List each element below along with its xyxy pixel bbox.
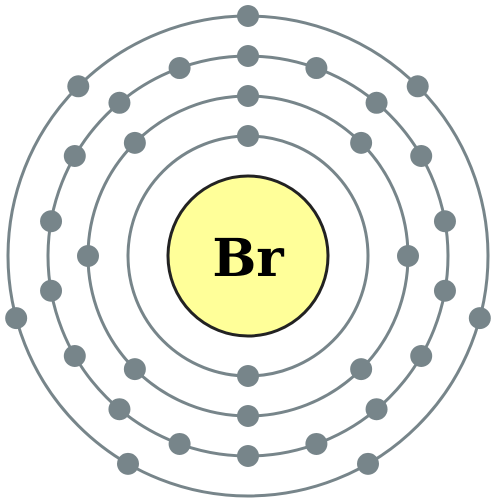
- electron-shell-4-2: [406, 75, 429, 98]
- electron-shell-3-8: [365, 398, 388, 421]
- electron-shell-2-4: [350, 358, 373, 381]
- electron-shell-3-11: [168, 432, 191, 455]
- electron-shell-1-1: [237, 125, 259, 147]
- electron-shell-2-5: [237, 405, 259, 427]
- electron-shell-3-7: [410, 345, 433, 367]
- electron-shell-3-14: [40, 279, 63, 302]
- electron-shell-3-9: [305, 432, 328, 455]
- electron-shell-3-18: [168, 57, 191, 80]
- electron-shell-3-2: [305, 57, 328, 80]
- element-symbol: Br: [212, 228, 284, 289]
- electron-shell-3-4: [410, 145, 433, 167]
- electron-shell-4-1: [237, 5, 259, 27]
- electron-shell-3-5: [433, 210, 456, 233]
- electron-shell-2-7: [77, 245, 99, 267]
- electron-shell-3-17: [108, 91, 131, 114]
- electron-shell-2-1: [237, 85, 259, 107]
- electron-shell-2-2: [350, 131, 373, 154]
- electron-shell-3-1: [237, 45, 259, 67]
- electron-shell-3-15: [40, 210, 63, 233]
- nucleus-circle: [166, 174, 330, 338]
- electron-shell-2-6: [123, 358, 146, 381]
- electron-shell-2-8: [123, 131, 146, 154]
- electron-shell-3-6: [433, 279, 456, 302]
- electron-shell-4-7: [67, 75, 90, 98]
- nucleus: Br: [166, 174, 330, 338]
- electron-shell-4-6: [5, 307, 28, 330]
- electron-shell-4-4: [357, 452, 379, 475]
- electron-shell-3-10: [237, 445, 259, 467]
- electron-shell-3-13: [63, 345, 86, 367]
- electron-shell-2-3: [397, 245, 419, 267]
- electron-shell-3-16: [63, 145, 86, 167]
- electron-shell-3-3: [365, 91, 388, 114]
- electron-shell-3-12: [108, 398, 131, 421]
- electron-shell-4-5: [117, 452, 139, 475]
- electrons: [5, 5, 491, 475]
- electron-shell-1-2: [237, 365, 259, 387]
- electron-shell-4-3: [468, 307, 491, 330]
